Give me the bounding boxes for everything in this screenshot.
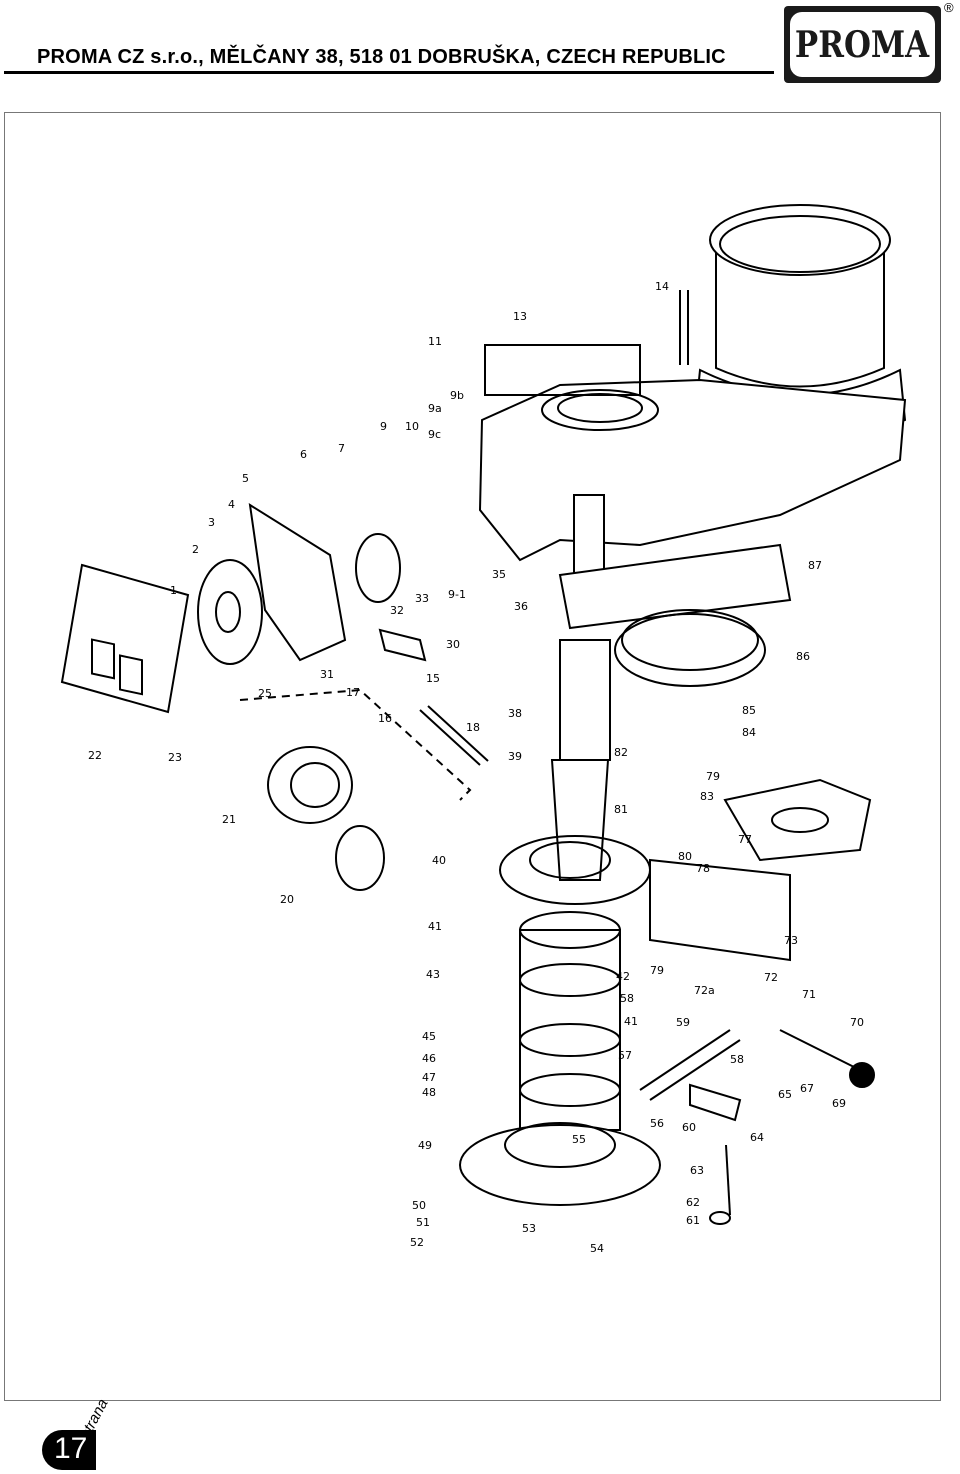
drawing-frame (4, 112, 941, 1401)
part-label-16: 16 (378, 712, 392, 725)
part-label-33: 33 (415, 592, 429, 605)
part-label-32: 32 (390, 604, 404, 617)
part-label-31: 31 (320, 668, 334, 681)
proma-logo: PROMA (784, 6, 941, 83)
part-label-38: 38 (508, 707, 522, 720)
part-label-22: 22 (88, 749, 102, 762)
part-label-69: 69 (832, 1097, 846, 1110)
part-label-80: 80 (678, 850, 692, 863)
part-label-5: 5 (242, 472, 249, 485)
part-label-46: 46 (422, 1052, 436, 1065)
part-label-4: 4 (228, 498, 235, 511)
part-label-1: 1 (170, 584, 177, 597)
part-label-53: 53 (522, 1222, 536, 1235)
part-label-84: 84 (742, 726, 756, 739)
part-label-42: 42 (616, 970, 630, 983)
part-label-25: 25 (258, 687, 272, 700)
part-label-13: 13 (513, 310, 527, 323)
part-label-3: 3 (208, 516, 215, 529)
part-label-18: 18 (466, 721, 480, 734)
part-label-21: 21 (222, 813, 236, 826)
part-label-59: 59 (676, 1016, 690, 1029)
part-label-41b: 41 (624, 1015, 638, 1028)
part-label-56: 56 (650, 1117, 664, 1130)
part-label-58b: 58 (730, 1053, 744, 1066)
page-number-badge (42, 1430, 96, 1470)
part-label-36: 36 (514, 600, 528, 613)
part-label-77: 77 (738, 833, 752, 846)
part-label-57: 57 (618, 1049, 632, 1062)
registered-mark: ® (944, 0, 954, 15)
part-label-55: 55 (572, 1133, 586, 1146)
part-label-41a: 41 (428, 920, 442, 933)
part-label-67: 67 (800, 1082, 814, 1095)
part-label-72a: 72a (694, 984, 715, 997)
part-label-23: 23 (168, 751, 182, 764)
part-label-10: 10 (405, 420, 419, 433)
part-label-73: 73 (784, 934, 798, 947)
part-label-87: 87 (808, 559, 822, 572)
part-label-30: 30 (446, 638, 460, 651)
part-label-49: 49 (418, 1139, 432, 1152)
part-label-78: 78 (696, 862, 710, 875)
part-label-17: 17 (346, 686, 360, 699)
part-label-40: 40 (432, 854, 446, 867)
part-label-43: 43 (426, 968, 440, 981)
part-label-2: 2 (192, 543, 199, 556)
part-label-20: 20 (280, 893, 294, 906)
part-label-71: 71 (802, 988, 816, 1001)
part-label-63: 63 (690, 1164, 704, 1177)
part-label-86: 86 (796, 650, 810, 663)
part-label-70: 70 (850, 1016, 864, 1029)
part-label-50: 50 (412, 1199, 426, 1212)
part-label-7: 7 (338, 442, 345, 455)
part-label-39: 39 (508, 750, 522, 763)
part-label-52: 52 (410, 1236, 424, 1249)
part-label-51: 51 (416, 1216, 430, 1229)
part-label-79b: 79 (650, 964, 664, 977)
part-label-48: 48 (422, 1086, 436, 1099)
part-label-35: 35 (492, 568, 506, 581)
logo-text: PROMA (795, 23, 930, 66)
part-label-61: 61 (686, 1214, 700, 1227)
part-label-6: 6 (300, 448, 307, 461)
part-label-11: 11 (428, 335, 442, 348)
part-label-85: 85 (742, 704, 756, 717)
part-label-14: 14 (655, 280, 669, 293)
company-address-header: PROMA CZ s.r.o., MĚLČANY 38, 518 01 DOBR… (37, 46, 726, 68)
part-label-9c: 9c (428, 428, 441, 441)
part-label-64: 64 (750, 1131, 764, 1144)
part-label-83: 83 (700, 790, 714, 803)
part-label-82: 82 (614, 746, 628, 759)
part-label-58: 58 (620, 992, 634, 1005)
page-number: 17 (54, 1432, 88, 1465)
part-label-62: 62 (686, 1196, 700, 1209)
part-label-15: 15 (426, 672, 440, 685)
part-label-72: 72 (764, 971, 778, 984)
part-label-45: 45 (422, 1030, 436, 1043)
header-rule (4, 71, 774, 74)
part-label-9: 9 (380, 420, 387, 433)
part-label-60: 60 (682, 1121, 696, 1134)
part-label-81: 81 (614, 803, 628, 816)
part-label-9a: 9a (428, 402, 442, 415)
part-label-65: 65 (778, 1088, 792, 1101)
part-label-9-1: 9-1 (448, 588, 466, 601)
part-label-79: 79 (706, 770, 720, 783)
part-label-47: 47 (422, 1071, 436, 1084)
part-label-54: 54 (590, 1242, 604, 1255)
part-label-9b: 9b (450, 389, 464, 402)
